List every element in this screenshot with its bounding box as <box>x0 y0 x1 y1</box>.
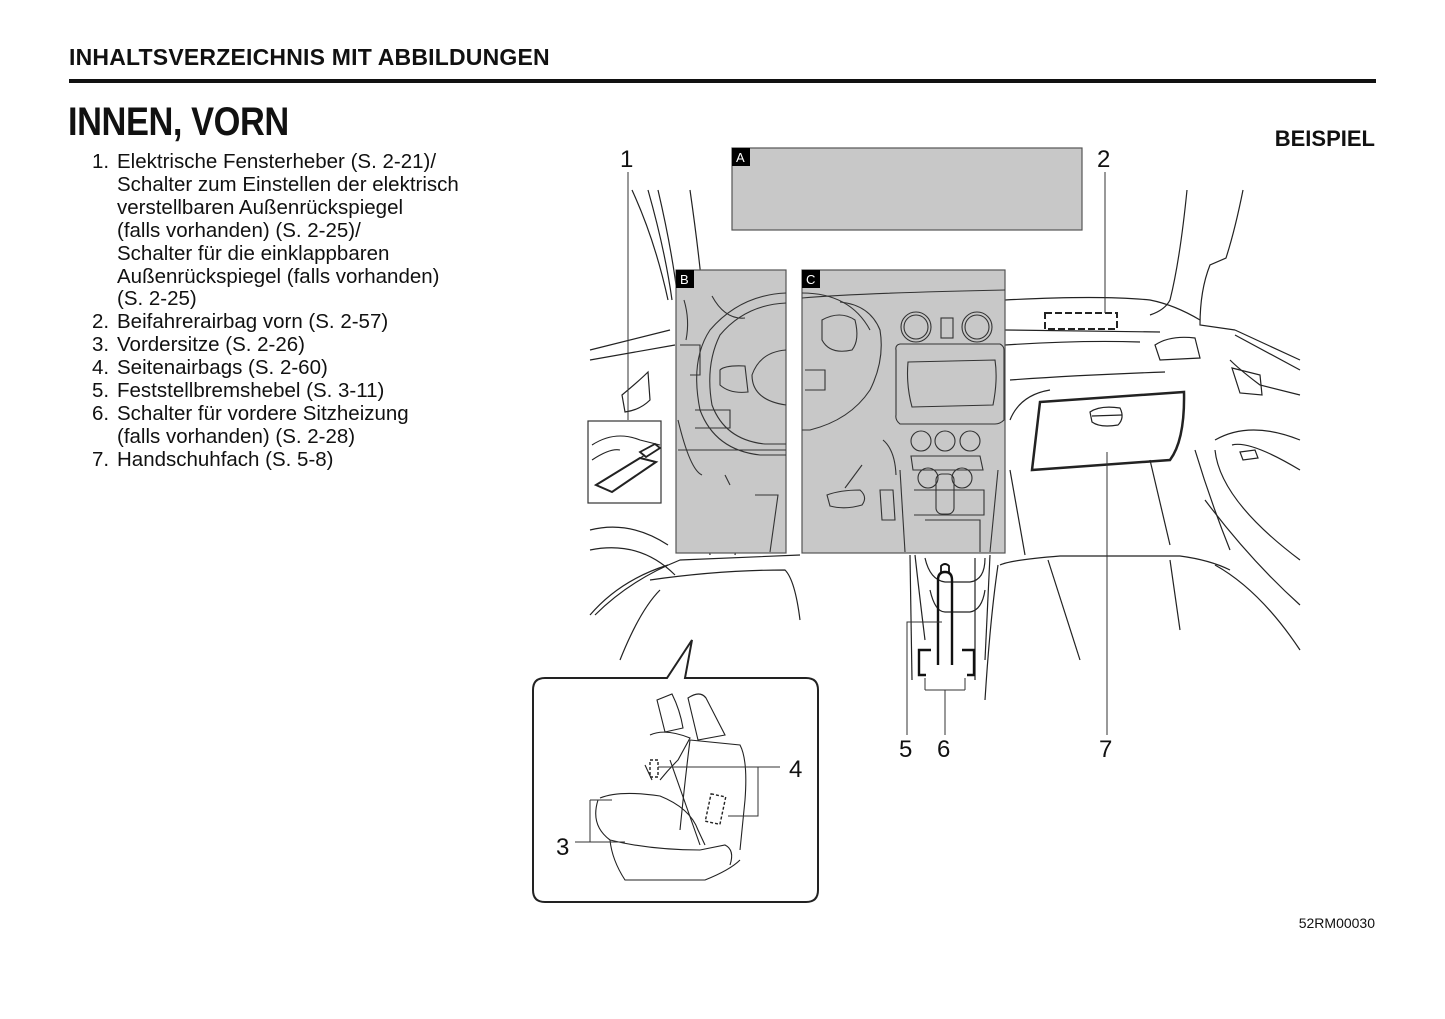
area-c-dashboard-art <box>801 289 1006 553</box>
area-a-tag <box>732 148 750 166</box>
legend-item: 6. Schalter für vordere Sitzheizung (fall… <box>92 401 512 449</box>
seat-heater-switch-right <box>962 648 976 677</box>
callout-3: 3 <box>556 834 569 861</box>
highlight-area-b: B <box>675 269 787 554</box>
legend-item: 7. Handschuhfach (S. 5-8) <box>92 447 512 472</box>
callout-4-leader <box>658 766 780 817</box>
seat-line-art <box>595 693 747 881</box>
callout-leaders <box>627 172 1108 735</box>
legend-text: Feststellbremshebel (S. 3-11) <box>117 379 385 403</box>
legend-list: 1. Elektrische Fensterheber (S. 2-21)/ Sc… <box>92 150 512 472</box>
legend-number: 5. <box>92 379 110 403</box>
legend-item: 5. Feststellbremshebel (S. 3-11) <box>92 379 512 403</box>
area-c-tag <box>802 270 820 288</box>
inset-box <box>587 420 662 504</box>
legend-number: 2. <box>92 310 110 334</box>
area-b-steering-art <box>677 292 787 553</box>
legend-text: Schalter für vordere Sitzheizung (falls … <box>117 401 409 448</box>
legend-number: 4. <box>92 356 110 380</box>
example-label: BEISPIEL <box>1274 126 1375 151</box>
seat-heater-switch-left <box>917 648 931 677</box>
legend-number: 7. <box>92 447 110 471</box>
callout-3-leader <box>575 799 625 843</box>
callout-5: 5 <box>899 736 912 763</box>
legend-text: Vordersitze (S. 2-26) <box>117 333 305 357</box>
window-switch-inset <box>587 420 662 504</box>
legend-item: 3. Vordersitze (S. 2-26) <box>92 333 512 357</box>
area-b-tag <box>676 270 694 288</box>
callout-2: 2 <box>1097 146 1110 173</box>
legend-item: 1. Elektrische Fensterheber (S. 2-21)/ Sc… <box>92 150 512 311</box>
callout-1: 1 <box>620 146 633 173</box>
section-header: INHALTSVERZEICHNIS MIT ABBILDUNGEN <box>69 44 550 70</box>
page-title: INNEN, VORN <box>68 100 289 144</box>
area-c-label: C <box>806 272 815 287</box>
area-a-box <box>731 147 1083 231</box>
side-airbag-marker-left <box>649 759 659 778</box>
callout-6-leader <box>924 678 966 735</box>
callout-7: 7 <box>1099 736 1112 763</box>
interior-line-art <box>589 189 1301 701</box>
legend-text: Seitenairbags (S. 2-60) <box>117 356 328 380</box>
legend-number: 6. <box>92 401 110 425</box>
legend-text: Beifahrerairbag vorn (S. 2-57) <box>117 310 389 334</box>
header-divider <box>69 79 1376 83</box>
legend-item: 2. Beifahrerairbag vorn (S. 2-57) <box>92 310 512 334</box>
legend-text: Elektrische Fensterheber (S. 2-21)/ Scha… <box>117 150 459 311</box>
highlight-area-c: C <box>801 269 1006 554</box>
area-b-label: B <box>680 272 689 287</box>
highlight-area-a: A <box>731 147 1083 231</box>
parking-brake-art <box>917 563 976 677</box>
callout-4: 4 <box>789 756 802 783</box>
seat-inset-frame <box>532 639 819 903</box>
passenger-airbag-marker <box>1044 312 1118 330</box>
side-airbag-marker-right <box>704 793 727 826</box>
legend-item: 4. Seitenairbags (S. 2-60) <box>92 356 512 380</box>
area-a-label: A <box>736 150 745 165</box>
legend-number: 3. <box>92 333 110 357</box>
seat-inset <box>532 639 819 903</box>
area-b-box <box>675 269 787 554</box>
figure-code: 52RM00030 <box>1298 915 1375 931</box>
callout-5-leader <box>906 621 942 735</box>
legend-text: Handschuhfach (S. 5-8) <box>117 447 334 471</box>
area-c-box <box>801 269 1006 554</box>
legend-number: 1. <box>92 150 110 173</box>
callout-6: 6 <box>937 736 950 763</box>
